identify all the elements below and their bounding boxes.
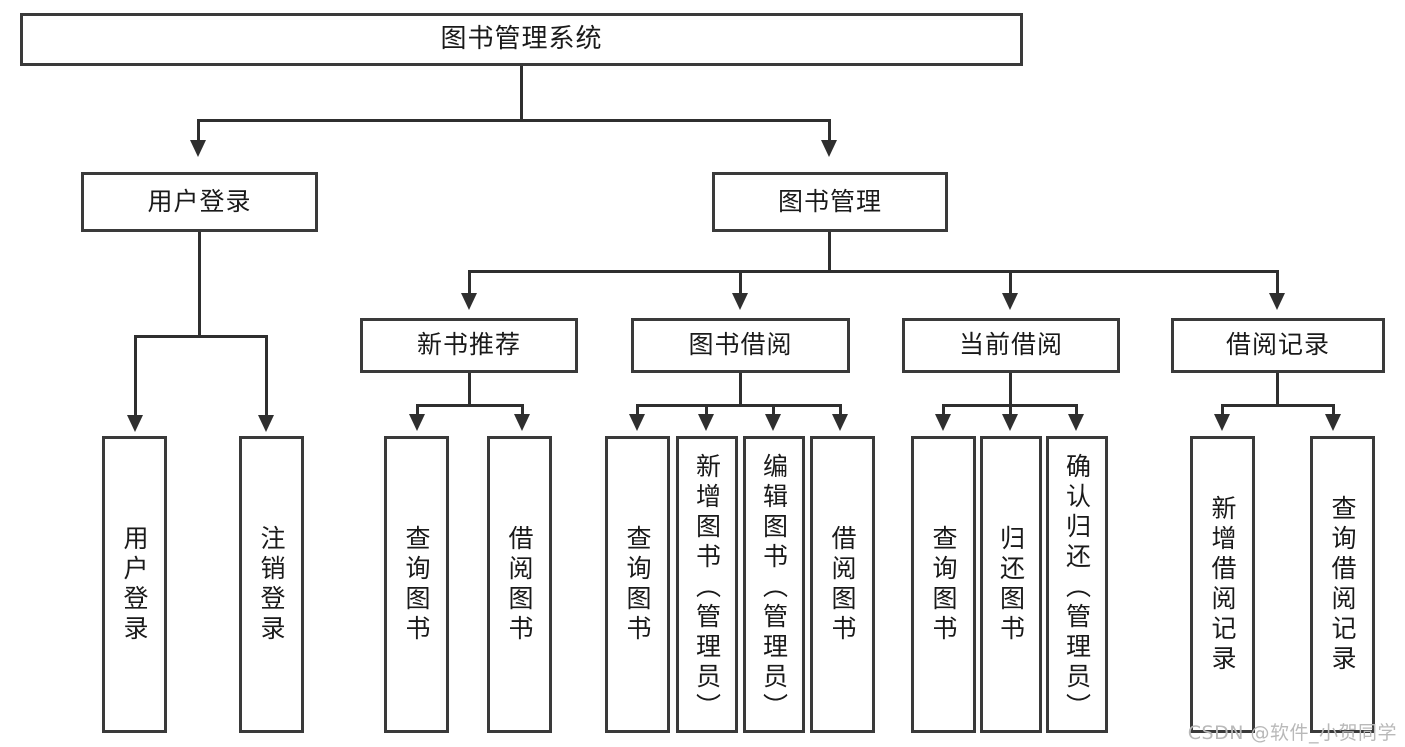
- connector-user-login-stem: [198, 232, 201, 335]
- connector-bb-bar: [636, 404, 842, 407]
- node-label: 新增图书（管理员）: [692, 453, 722, 723]
- node-label: 查询图书: [402, 524, 431, 645]
- arrow-to-leaf-confirm-return: [1068, 414, 1084, 431]
- node-leaf-query-book-2[interactable]: 查询图书: [605, 436, 670, 733]
- connector-bb-stem: [739, 373, 742, 404]
- connector-root-stem: [520, 66, 523, 119]
- node-root-system[interactable]: 图书管理系统: [20, 13, 1023, 66]
- node-label: 借阅记录: [1225, 330, 1330, 360]
- node-label: 图书借阅: [688, 330, 793, 360]
- node-label: 确认归还（管理员）: [1062, 453, 1092, 723]
- connector-book-manage-stem: [828, 232, 831, 270]
- connector-book-manage-bar: [468, 270, 1279, 273]
- connector-bb-drop-1: [636, 404, 639, 416]
- node-leaf-logout[interactable]: 注销登录: [239, 436, 304, 733]
- connector-cb-drop-1: [942, 404, 945, 416]
- node-leaf-return-book[interactable]: 归还图书: [980, 436, 1042, 733]
- connector-nbr-drop-1: [416, 404, 419, 416]
- node-leaf-query-book-1[interactable]: 查询图书: [384, 436, 449, 733]
- node-book-borrow[interactable]: 图书借阅: [631, 318, 850, 373]
- node-label: 当前借阅: [958, 330, 1063, 360]
- node-label: 用户登录: [147, 186, 252, 216]
- connector-cb-drop-3: [1075, 404, 1078, 416]
- node-leaf-user-login[interactable]: 用户登录: [102, 436, 167, 733]
- arrow-to-leaf-user-login: [127, 415, 143, 432]
- connector-nbr-drop-2: [521, 404, 524, 416]
- arrow-to-leaf-query-book-1: [409, 414, 425, 431]
- connector-br-drop-2: [1332, 404, 1335, 416]
- arrow-to-leaf-return-book: [1002, 414, 1018, 431]
- arrow-to-leaf-add-record: [1214, 414, 1230, 431]
- node-leaf-confirm-return[interactable]: 确认归还（管理员）: [1046, 436, 1108, 733]
- arrow-to-leaf-borrow-book-2: [832, 414, 848, 431]
- node-label: 编辑图书（管理员）: [759, 453, 789, 723]
- node-label: 图书管理: [777, 186, 882, 216]
- node-leaf-borrow-book-2[interactable]: 借阅图书: [810, 436, 875, 733]
- node-leaf-query-book-3[interactable]: 查询图书: [911, 436, 976, 733]
- csdn-watermark: CSDN @软件_小贺同学: [1187, 722, 1397, 744]
- node-label: 借阅图书: [828, 524, 857, 645]
- node-leaf-add-book[interactable]: 新增图书（管理员）: [676, 436, 738, 733]
- arrow-to-leaf-borrow-book-1: [514, 414, 530, 431]
- arrow-to-borrow-record: [1269, 293, 1285, 310]
- connector-user-login-drop-2: [265, 335, 268, 417]
- connector-br-drop-1: [1221, 404, 1224, 416]
- node-current-borrow[interactable]: 当前借阅: [902, 318, 1120, 373]
- arrow-to-leaf-edit-book: [765, 414, 781, 431]
- node-borrow-record[interactable]: 借阅记录: [1171, 318, 1385, 373]
- arrow-to-book-manage: [821, 140, 837, 157]
- node-label: 图书管理系统: [440, 23, 603, 54]
- node-user-login[interactable]: 用户登录: [81, 172, 318, 232]
- connector-cb-stem: [1009, 373, 1012, 404]
- node-label: 借阅图书: [505, 524, 534, 645]
- connector-bb-drop-2: [705, 404, 708, 416]
- node-label: 查询图书: [623, 524, 652, 645]
- connector-root-drop-left: [197, 119, 200, 143]
- connector-bm-drop-2: [739, 270, 742, 296]
- connector-br-bar: [1221, 404, 1335, 407]
- connector-bm-drop-4: [1276, 270, 1279, 296]
- node-new-book-recommend[interactable]: 新书推荐: [360, 318, 578, 373]
- arrow-to-user-login: [190, 140, 206, 157]
- connector-bb-drop-3: [772, 404, 775, 416]
- node-label: 用户登录: [120, 524, 149, 645]
- connector-root-drop-right: [828, 119, 831, 143]
- node-leaf-borrow-book-1[interactable]: 借阅图书: [487, 436, 552, 733]
- connector-user-login-bar: [134, 335, 268, 338]
- node-leaf-query-record[interactable]: 查询借阅记录: [1310, 436, 1375, 733]
- arrow-to-current-borrow: [1002, 293, 1018, 310]
- connector-cb-drop-2: [1009, 404, 1012, 416]
- connector-bm-drop-1: [468, 270, 471, 296]
- node-leaf-add-record[interactable]: 新增借阅记录: [1190, 436, 1255, 733]
- arrow-to-leaf-add-book: [698, 414, 714, 431]
- connector-bb-drop-4: [839, 404, 842, 416]
- arrow-to-book-borrow: [732, 293, 748, 310]
- connector-root-bar: [197, 119, 831, 122]
- arrow-to-leaf-query-book-3: [935, 414, 951, 431]
- arrow-to-leaf-logout: [258, 415, 274, 432]
- node-label: 注销登录: [257, 524, 286, 645]
- connector-bm-drop-3: [1009, 270, 1012, 296]
- node-label: 查询图书: [929, 524, 958, 645]
- arrow-to-leaf-query-record: [1325, 414, 1341, 431]
- arrow-to-new-book-recommend: [461, 293, 477, 310]
- connector-nbr-stem: [468, 373, 471, 404]
- node-label: 查询借阅记录: [1328, 494, 1357, 675]
- node-label: 新增借阅记录: [1208, 494, 1237, 675]
- connector-br-stem: [1276, 373, 1279, 404]
- node-book-manage[interactable]: 图书管理: [712, 172, 948, 232]
- node-label: 新书推荐: [416, 330, 521, 360]
- node-leaf-edit-book[interactable]: 编辑图书（管理员）: [743, 436, 805, 733]
- arrow-to-leaf-query-book-2: [629, 414, 645, 431]
- connector-user-login-drop-1: [134, 335, 137, 417]
- connector-nbr-bar: [416, 404, 524, 407]
- node-label: 归还图书: [996, 524, 1026, 645]
